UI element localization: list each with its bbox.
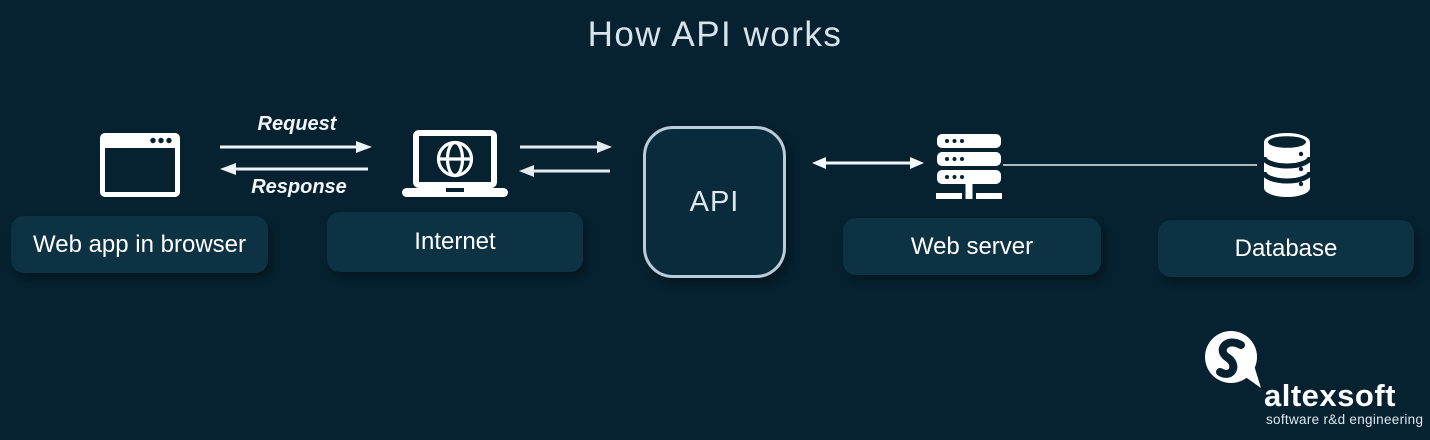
- node-webapp-label: Web app in browser: [11, 216, 268, 273]
- node-webserver-label: Web server: [843, 218, 1101, 275]
- request-label: Request: [257, 113, 337, 135]
- browser-icon: [100, 133, 180, 197]
- node-webapp-text: Web app in browser: [33, 230, 246, 258]
- node-api-box: API: [643, 126, 786, 278]
- node-api-text: API: [689, 185, 740, 218]
- logo-wordmark: altexsoft: [1264, 378, 1396, 413]
- response-arrow-icon: [220, 163, 368, 175]
- node-internet-text: Internet: [414, 228, 496, 255]
- node-internet-label: Internet: [327, 212, 583, 272]
- node-database-label: Database: [1158, 220, 1414, 277]
- node-webserver-text: Web server: [910, 232, 1034, 260]
- server-icon: [936, 134, 1002, 199]
- node-database-text: Database: [1234, 234, 1338, 262]
- altexsoft-logo-icon: [1205, 331, 1261, 388]
- request-arrow-icon: [220, 141, 372, 153]
- page-title: How API works: [587, 15, 843, 54]
- logo-tagline: software r&d engineering: [1266, 412, 1424, 427]
- laptop-globe-icon: [402, 130, 508, 197]
- laptop-api-arrows-icon: [519, 141, 612, 177]
- api-server-arrow-icon: [812, 157, 924, 169]
- server-database-line: [1003, 164, 1257, 166]
- database-icon: [1262, 133, 1312, 197]
- response-label: Response: [251, 176, 347, 198]
